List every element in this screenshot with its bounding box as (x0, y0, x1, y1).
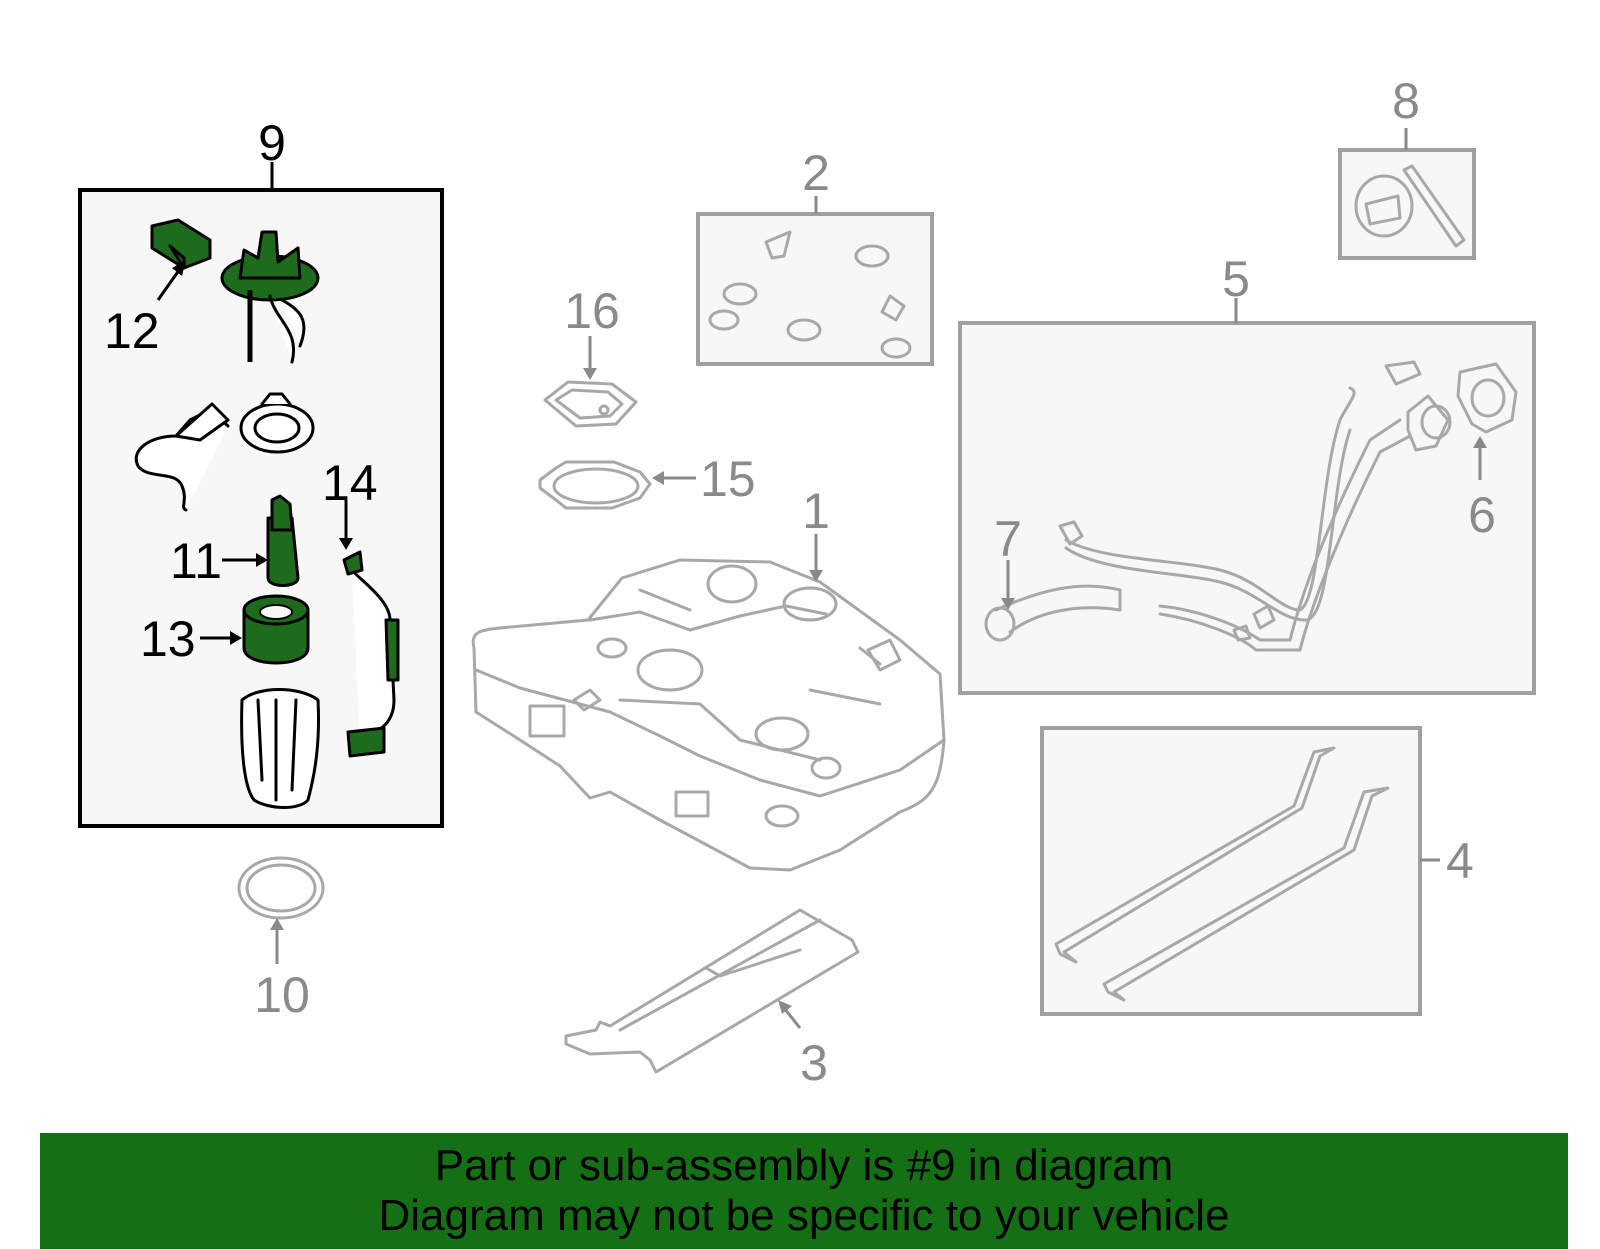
part-4-tank-straps[interactable] (1040, 726, 1422, 1016)
callout-1: 1 (802, 483, 830, 539)
part-16-gasket[interactable] (543, 380, 638, 428)
callout-14: 14 (322, 455, 378, 511)
part-3-heat-shield[interactable] (564, 908, 860, 1074)
callout-11: 11 (170, 533, 222, 589)
callout-12: 12 (104, 303, 160, 359)
callout-2: 2 (802, 145, 830, 201)
callout-15: 15 (700, 451, 756, 507)
callout-9: 9 (258, 115, 286, 171)
callout-16: 16 (564, 283, 620, 339)
banner-line-2: Diagram may not be specific to your vehi… (378, 1191, 1230, 1240)
callout-6: 6 (1468, 487, 1496, 543)
part-1-fuel-tank[interactable] (471, 558, 946, 872)
callout-5: 5 (1222, 251, 1250, 307)
info-banner: Part or sub-assembly is #9 in diagram Di… (40, 1133, 1568, 1249)
part-15-lock-ring[interactable] (538, 460, 652, 510)
banner-line-1: Part or sub-assembly is #9 in diagram (434, 1141, 1174, 1190)
fuel-pump-assembly-group[interactable] (78, 162, 444, 828)
callout-3: 3 (800, 1035, 828, 1091)
part-8-fuel-cap[interactable] (1338, 148, 1476, 260)
callout-10: 10 (254, 967, 310, 1023)
part-11-pump[interactable] (266, 516, 300, 587)
callout-4: 4 (1446, 833, 1474, 889)
part-5-filler-pipe[interactable] (958, 321, 1536, 695)
callout-13: 13 (140, 611, 196, 667)
callout-8: 8 (1392, 73, 1420, 129)
fuel-reservoir (240, 688, 321, 809)
callout-7: 7 (994, 511, 1022, 567)
part-12-connector[interactable] (150, 218, 212, 270)
part-6-filler-housing[interactable] (1456, 362, 1518, 434)
part-2-hardware-kit[interactable] (696, 212, 934, 366)
part-10-seal-ring[interactable] (237, 856, 325, 920)
part-14-sender[interactable] (342, 550, 364, 576)
